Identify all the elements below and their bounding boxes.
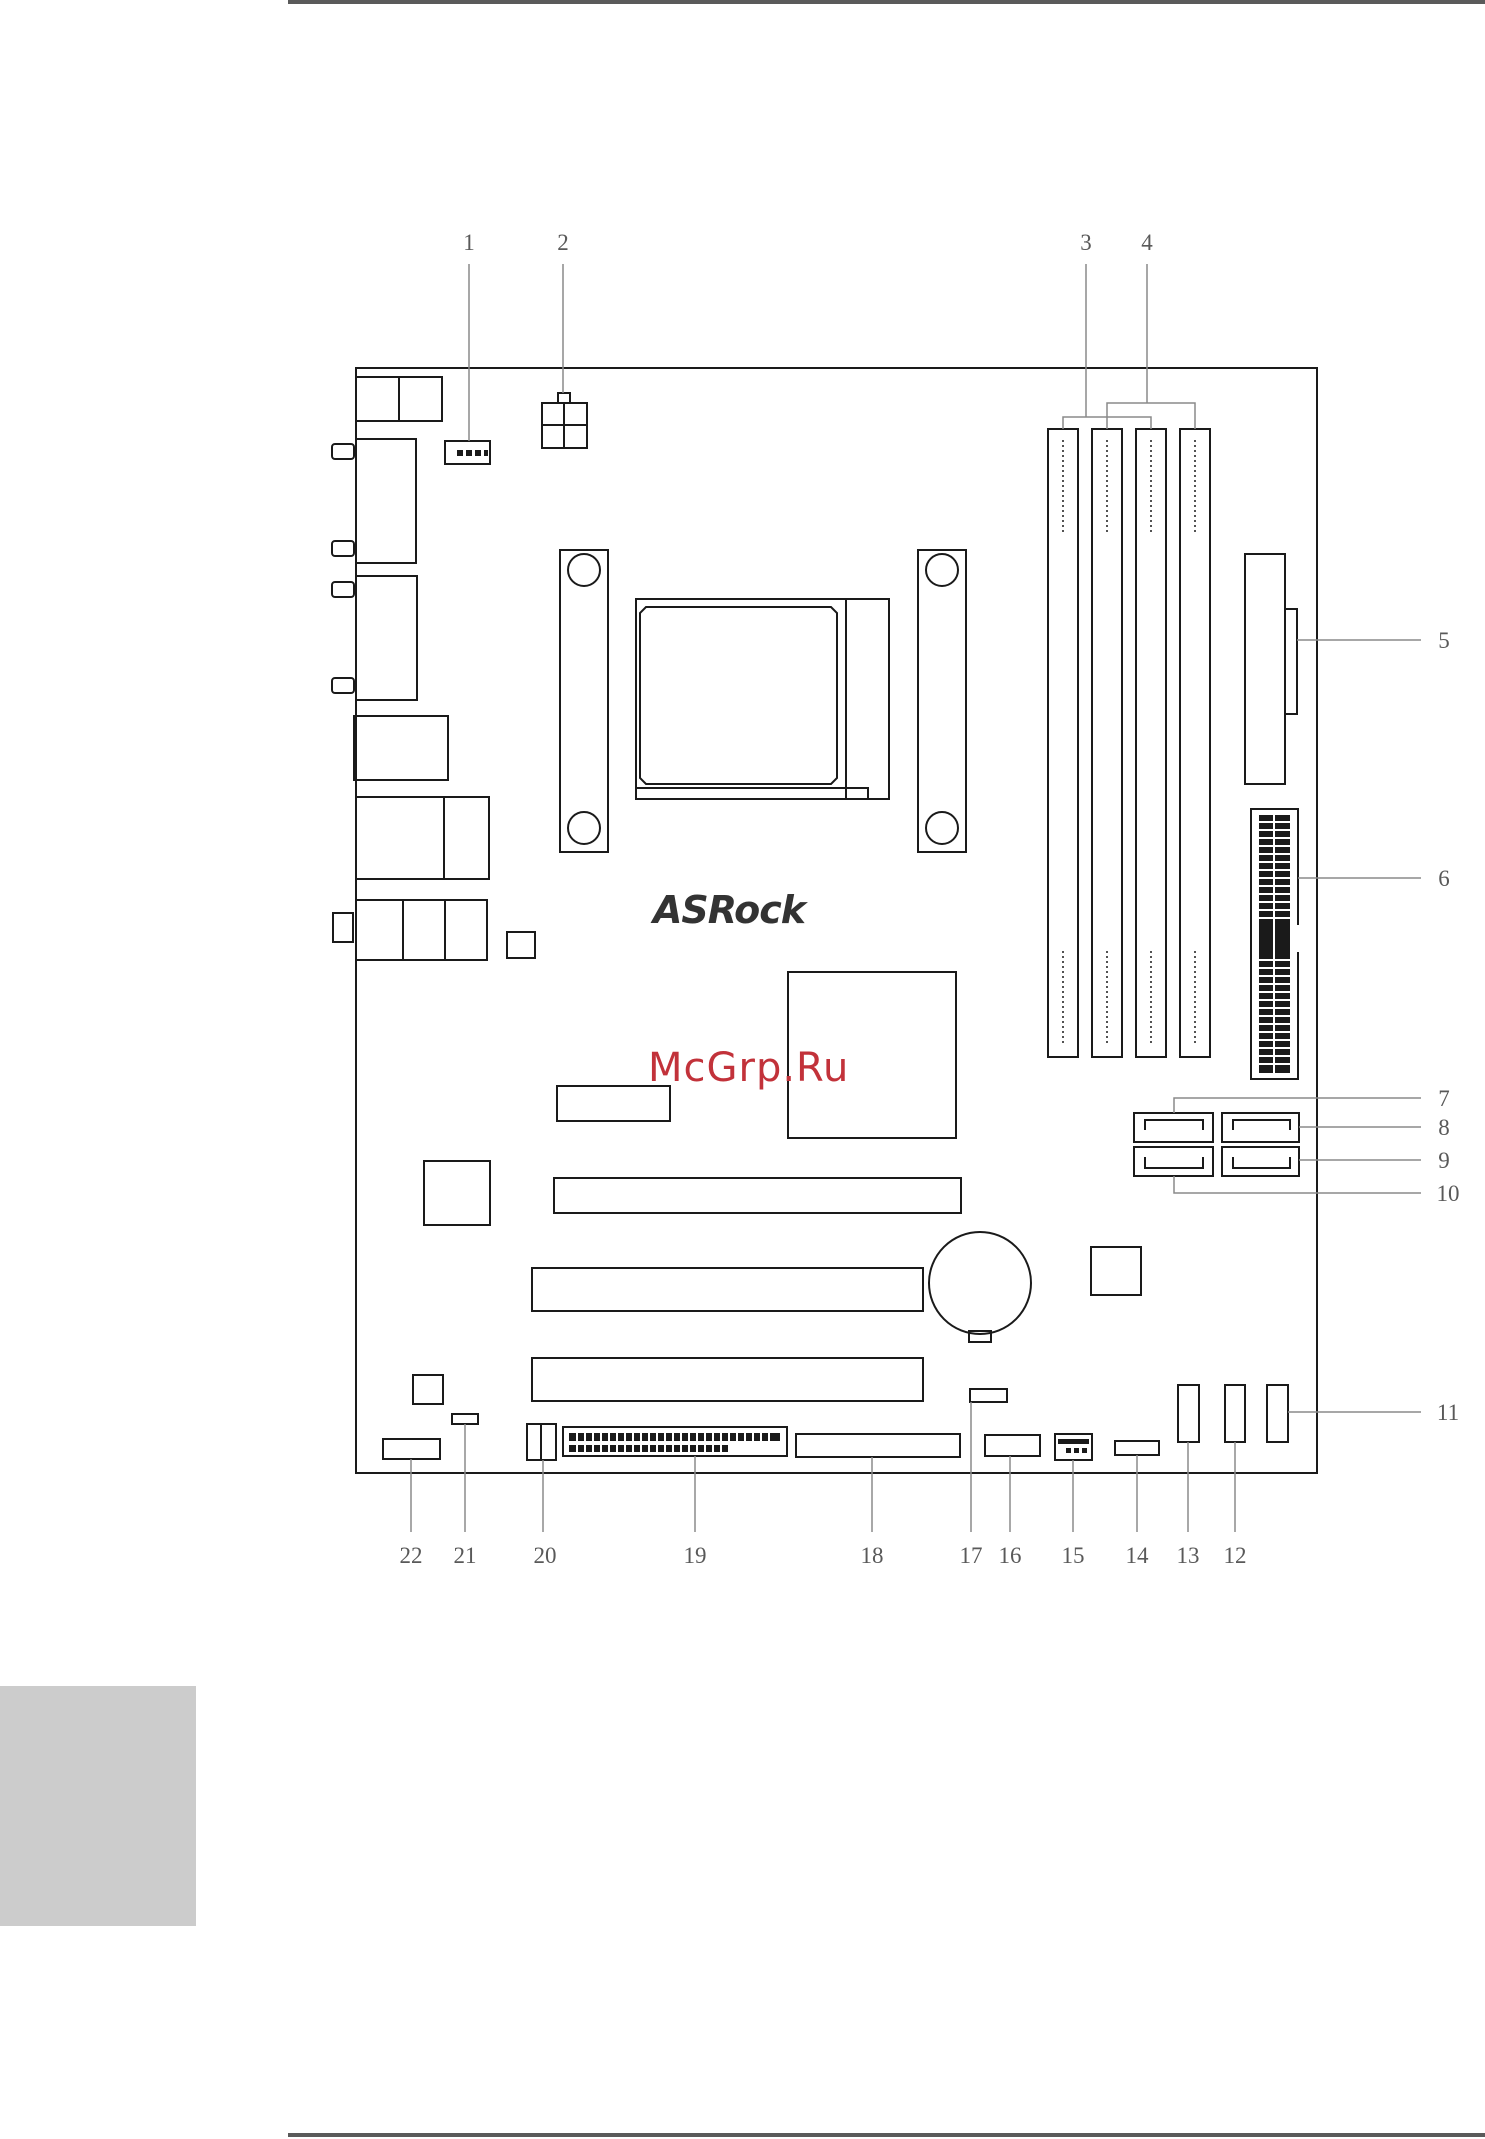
- atx-12v-connector: [542, 393, 587, 448]
- callout-16: 16: [999, 1543, 1022, 1568]
- callout-18: 18: [861, 1543, 884, 1568]
- callout-numbers: 1 2 3 4 5 6 7 8 9 10 11 12 13 14 15 16 1…: [400, 230, 1460, 1568]
- south-bridge-chip: [424, 1161, 490, 1225]
- callout-11: 11: [1437, 1400, 1459, 1425]
- callout-2: 2: [557, 230, 569, 255]
- bottom-header-row: [796, 1434, 960, 1457]
- callout-4: 4: [1141, 230, 1153, 255]
- callout-19: 19: [684, 1543, 707, 1568]
- callout-21: 21: [454, 1543, 477, 1568]
- chassis-fan-header: [1055, 1434, 1092, 1460]
- asrock-logo: ASRock: [650, 888, 809, 932]
- io-chip: [1091, 1247, 1141, 1295]
- sata-connectors: [1134, 1113, 1299, 1176]
- ddr-slots: [1048, 429, 1210, 1057]
- callout-20: 20: [534, 1543, 557, 1568]
- atx-power-connector: [1245, 554, 1297, 784]
- board-outline: [356, 368, 1317, 1473]
- cmos-battery: [929, 1232, 1031, 1342]
- callout-3: 3: [1080, 230, 1092, 255]
- callout-8: 8: [1438, 1115, 1450, 1140]
- callout-1: 1: [463, 230, 475, 255]
- clear-cmos-jumper: [970, 1389, 1007, 1402]
- usb-header-3: [1225, 1385, 1245, 1442]
- callout-10: 10: [1437, 1181, 1460, 1206]
- pci-slot-1: [532, 1268, 923, 1311]
- callout-14: 14: [1126, 1543, 1150, 1568]
- callout-15: 15: [1062, 1543, 1085, 1568]
- callout-13: 13: [1177, 1543, 1200, 1568]
- callout-22: 22: [400, 1543, 423, 1568]
- floppy-connector: [527, 1424, 556, 1460]
- callout-17: 17: [960, 1543, 983, 1568]
- system-panel-header: [1267, 1385, 1288, 1442]
- pci-slot-2: [532, 1358, 923, 1401]
- callout-6: 6: [1438, 866, 1450, 891]
- audio-chip: [413, 1375, 443, 1404]
- front-panel-audio-header: [383, 1439, 440, 1459]
- watermark-text: McGrp.Ru: [648, 1042, 848, 1094]
- callout-5: 5: [1438, 628, 1450, 653]
- usb-header-2: [1178, 1385, 1199, 1442]
- cpu-socket: [636, 599, 889, 799]
- callout-9: 9: [1438, 1148, 1450, 1173]
- usb-header: [985, 1435, 1040, 1456]
- serial-header: [1115, 1441, 1159, 1455]
- callout-12: 12: [1224, 1543, 1247, 1568]
- pci-express-slot: [554, 1178, 961, 1213]
- callout-7: 7: [1438, 1086, 1450, 1111]
- small-chip: [507, 932, 535, 958]
- cd-in-header: [452, 1414, 478, 1424]
- cpu-retention-bracket: [560, 550, 966, 852]
